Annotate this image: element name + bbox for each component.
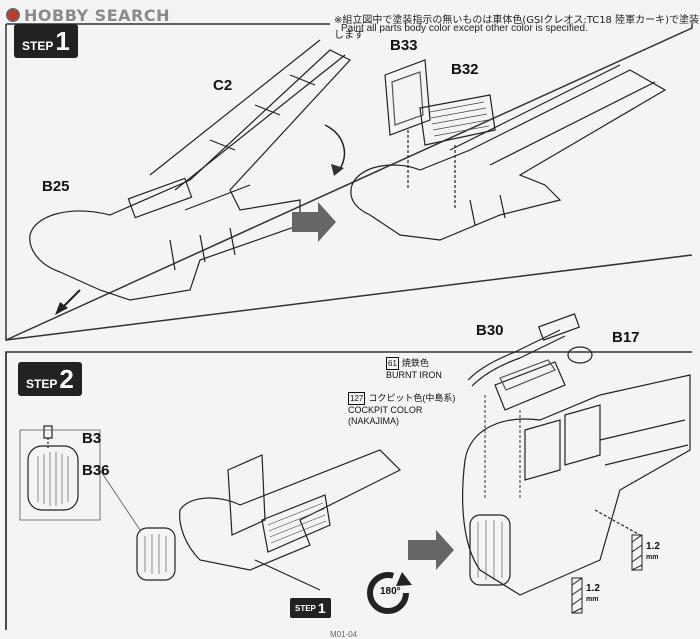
cockpit-color-en: COCKPIT COLOR xyxy=(348,405,423,415)
step1-number: 1 xyxy=(55,26,70,56)
b33-plate xyxy=(384,59,431,190)
cockpit-color-jp: コクピット色(中島系) xyxy=(368,393,456,403)
burnt-iron-en: BURNT IRON xyxy=(386,370,442,380)
step2-flow-arrow-icon xyxy=(408,530,454,570)
rotate-180-label: 180° xyxy=(380,586,401,597)
panel-divider xyxy=(5,254,693,341)
part-label-b30: B30 xyxy=(476,322,504,339)
b30-exhaust-pipe xyxy=(467,313,581,500)
paint-note-en: Paint all parts body color except other … xyxy=(341,23,588,34)
rod-length-1: 1.2 xyxy=(646,541,660,552)
rod-measure-2-label: 1.2 mm xyxy=(586,584,600,605)
part-label-b36: B36 xyxy=(82,462,110,479)
step1-reference-number: 1 xyxy=(317,600,326,616)
step2-assembly-middle xyxy=(136,449,402,591)
step1-flow-arrow-icon xyxy=(292,202,336,242)
step2-number: 2 xyxy=(59,364,74,394)
rod-unit-2: mm xyxy=(586,596,599,603)
paint-note-jp: ※組立図中で塗装指示の無いものは車体色(GSIクレオス:TC18 陸軍カーキ)で… xyxy=(334,15,700,41)
part-label-b25: B25 xyxy=(42,178,70,195)
b36-grille xyxy=(19,425,141,531)
step2-panel-border xyxy=(5,351,692,630)
step2-label: STEP xyxy=(26,377,58,391)
b17-part xyxy=(494,346,593,500)
rotate-180-icon xyxy=(367,572,412,614)
part-label-b32: B32 xyxy=(451,61,479,78)
part-label-b17: B17 xyxy=(612,329,640,346)
step2-assembly-right xyxy=(462,374,691,596)
b32-grille-plate xyxy=(419,94,496,210)
step1-badge: STEP 1 xyxy=(14,24,78,58)
part-label-b33: B33 xyxy=(390,37,418,54)
step1-chassis-left xyxy=(29,39,351,301)
watermark: HOBBY SEARCH xyxy=(6,4,170,26)
hobby-search-logo-icon xyxy=(6,8,20,22)
page-number: M01-04 xyxy=(330,630,358,639)
rod-unit-1: mm xyxy=(646,554,659,561)
step1-chassis-right xyxy=(350,64,667,241)
part-label-c2: C2 xyxy=(213,77,233,94)
step1-label: STEP xyxy=(22,39,54,53)
rod-measure-1-icon xyxy=(631,534,643,571)
rod-length-2: 1.2 xyxy=(586,583,600,594)
part-label-b3: B3 xyxy=(82,430,102,447)
burnt-iron-code: 61 xyxy=(386,357,399,370)
cockpit-color-code: 127 xyxy=(348,392,366,405)
rod-measure-2-icon xyxy=(571,577,583,614)
watermark-text: HOBBY SEARCH xyxy=(24,5,170,25)
burnt-iron-jp: 焼鉄色 xyxy=(401,358,429,368)
step2-badge: STEP 2 xyxy=(18,362,82,396)
rod-measure-1-label: 1.2 mm xyxy=(646,542,660,563)
step1-reference-label: STEP xyxy=(295,603,316,613)
cockpit-color-en2: (NAKAJIMA) xyxy=(348,416,400,426)
step1-reference-badge: STEP 1 xyxy=(290,598,331,618)
